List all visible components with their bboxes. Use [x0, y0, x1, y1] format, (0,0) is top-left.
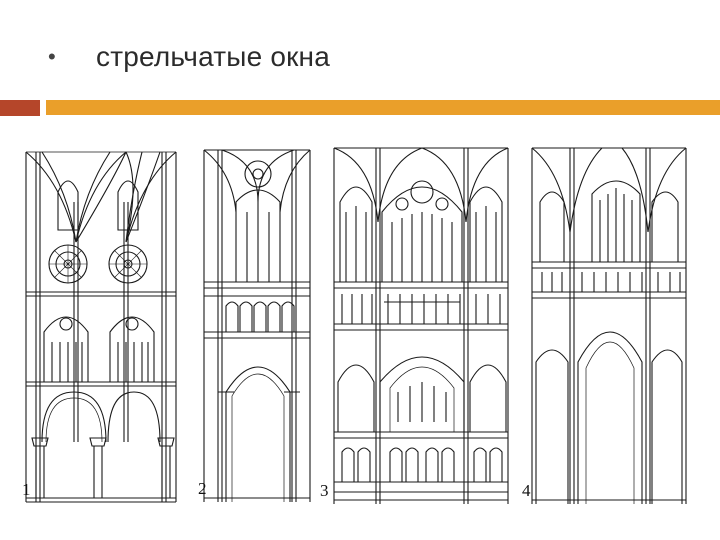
bullet-icon: • [48, 44, 56, 69]
elevation-1-drawing [25, 151, 177, 503]
slide-title: стрельчатые окна [96, 41, 330, 72]
title-row: • стрельчатые окна [0, 40, 720, 90]
figure-label-1: 1 [22, 480, 31, 499]
figure-label-2: 2 [198, 479, 207, 498]
figure-label-4: 4 [522, 481, 531, 500]
accent-bar-orange [46, 100, 720, 115]
elevation-2-drawing [203, 149, 311, 502]
accent-bar-red [0, 100, 40, 116]
figure-label-3: 3 [320, 481, 329, 500]
elevation-3-drawing [333, 147, 509, 504]
elevation-4-drawing [531, 147, 687, 504]
gothic-elevations-figure: 1 2 3 4 [22, 142, 690, 514]
